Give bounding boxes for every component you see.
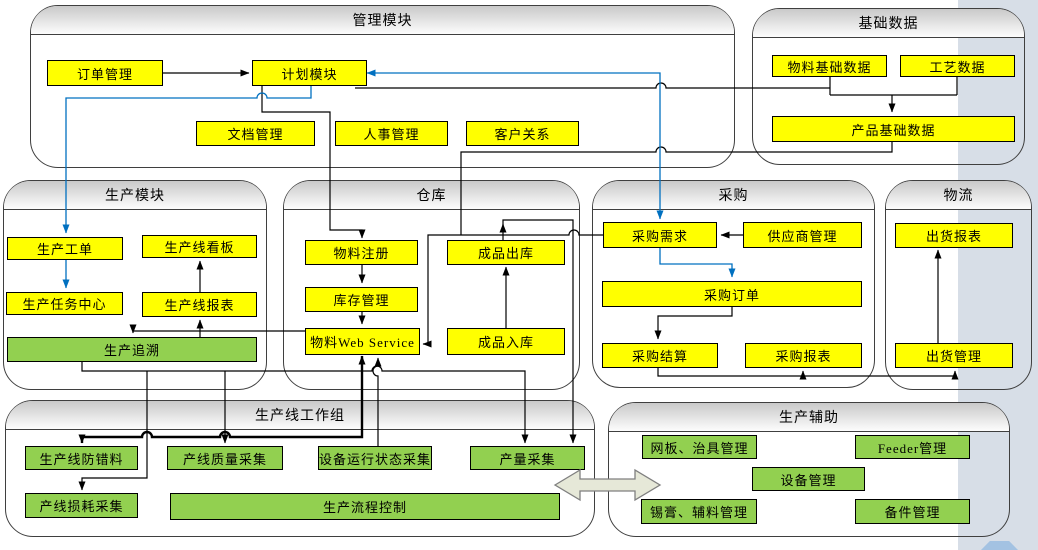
equipment-management-box: 设备管理 bbox=[752, 467, 865, 491]
material-register-box: 物料注册 bbox=[305, 240, 418, 265]
document-management-box: 文档管理 bbox=[196, 121, 315, 146]
finished-goods-inbound-box: 成品入库 bbox=[447, 328, 565, 355]
material-webservice-box: 物料Web Service bbox=[305, 328, 420, 355]
production-task-center-box: 生产任务中心 bbox=[6, 292, 123, 315]
container-title: 生产辅助 bbox=[609, 403, 1009, 432]
shipment-management-box: 出货管理 bbox=[895, 343, 1013, 368]
warehouse-title: 仓库 bbox=[416, 189, 447, 204]
logistics-title: 物流 bbox=[943, 189, 974, 204]
customer-relations-box: 客户关系 bbox=[466, 121, 579, 146]
production-trace-box: 生产追溯 bbox=[7, 337, 257, 362]
purchase-order-box: 采购订单 bbox=[602, 281, 862, 307]
base-data-title: 基础数据 bbox=[858, 17, 919, 32]
container-title: 生产线工作组 bbox=[6, 401, 594, 430]
equipment-status-collection-box: 设备运行状态采集 bbox=[318, 446, 432, 470]
output-collection-box: 产量采集 bbox=[470, 446, 585, 470]
production-module-title: 生产模块 bbox=[105, 189, 165, 204]
auxiliary-title: 生产辅助 bbox=[779, 411, 839, 426]
purchase-demand-box: 采购需求 bbox=[603, 222, 717, 248]
container-title: 采购 bbox=[593, 181, 874, 210]
workgroup-title: 生产线工作组 bbox=[255, 409, 345, 424]
line-quality-collection-box: 产线质量采集 bbox=[167, 446, 283, 470]
line-report-box: 生产线报表 bbox=[142, 292, 257, 317]
feeder-management-box: Feeder管理 bbox=[855, 435, 970, 459]
container-title: 物流 bbox=[886, 181, 1031, 210]
container-title: 管理模块 bbox=[31, 6, 734, 35]
container-warehouse: 仓库 bbox=[283, 180, 580, 390]
spare-parts-management-box: 备件管理 bbox=[855, 499, 970, 524]
line-kanban-box: 生产线看板 bbox=[142, 235, 257, 258]
container-title: 基础数据 bbox=[753, 9, 1024, 38]
container-production-auxiliary: 生产辅助 bbox=[608, 402, 1010, 537]
solder-paste-material-management-box: 锡膏、辅料管理 bbox=[641, 499, 757, 524]
material-base-data-box: 物料基础数据 bbox=[772, 55, 887, 77]
order-management-box: 订单管理 bbox=[47, 60, 163, 86]
purchase-report-box: 采购报表 bbox=[745, 343, 862, 368]
inventory-management-box: 库存管理 bbox=[305, 287, 418, 312]
stencil-fixture-management-box: 网板、治具管理 bbox=[642, 435, 757, 459]
management-module-title: 管理模块 bbox=[352, 14, 413, 29]
container-title: 生产模块 bbox=[4, 181, 266, 210]
supplier-management-box: 供应商管理 bbox=[743, 222, 862, 248]
process-data-box: 工艺数据 bbox=[900, 55, 1015, 77]
shipment-report-box: 出货报表 bbox=[895, 223, 1013, 248]
line-loss-collection-box: 产线损耗采集 bbox=[25, 493, 138, 518]
production-flow-control-box: 生产流程控制 bbox=[170, 493, 560, 520]
plan-module-box: 计划模块 bbox=[252, 60, 367, 86]
container-logistics: 物流 bbox=[885, 180, 1032, 390]
container-title: 仓库 bbox=[284, 181, 579, 210]
purchase-settlement-box: 采购结算 bbox=[602, 343, 718, 368]
purchase-title: 采购 bbox=[718, 189, 749, 204]
product-base-data-box: 产品基础数据 bbox=[772, 116, 1015, 142]
production-workorder-box: 生产工单 bbox=[7, 237, 123, 260]
finished-goods-outbound-box: 成品出库 bbox=[447, 240, 565, 265]
hr-management-box: 人事管理 bbox=[335, 121, 448, 146]
container-base-data: 基础数据 bbox=[752, 8, 1025, 165]
line-error-proofing-box: 生产线防错料 bbox=[25, 446, 138, 470]
bottom-right-shape bbox=[981, 541, 1018, 550]
